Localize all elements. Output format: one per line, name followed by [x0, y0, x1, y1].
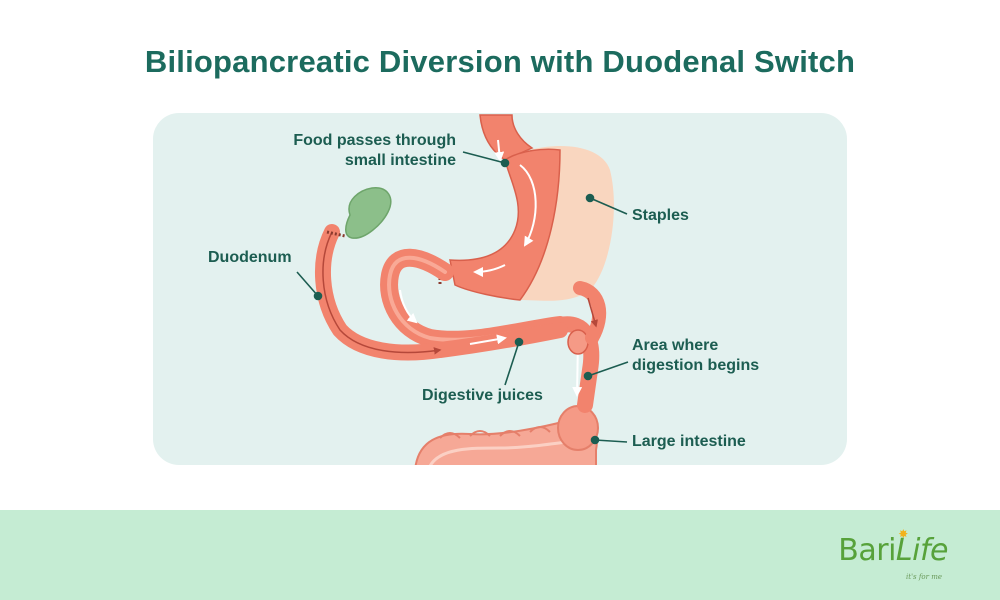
- logo-tagline: it's for me: [906, 573, 942, 581]
- logo-star-icon: ✸: [898, 527, 909, 541]
- label-digestion-area: Area where digestion begins: [632, 336, 759, 376]
- label-duodenum: Duodenum: [208, 249, 292, 266]
- label-large-intestine: Large intestine: [632, 433, 746, 450]
- esophagus: [479, 114, 534, 161]
- label-food-line-1: Food passes through: [293, 132, 456, 149]
- label-food-line-2: small intestine: [344, 152, 456, 169]
- logo-suffix: Life: [895, 533, 949, 568]
- large-intestine: [413, 405, 599, 465]
- label-area-line-2: digestion begins: [632, 357, 760, 374]
- label-staples: Staples: [632, 207, 689, 224]
- alimentary-limb: [573, 281, 607, 345]
- page-title: Biliopancreatic Diversion with Duodenal …: [144, 44, 856, 79]
- label-food-passes: Food passes through small intestine: [250, 131, 456, 171]
- leader-lines: [296, 151, 629, 445]
- label-digestive-juices: Digestive juices: [422, 387, 543, 404]
- barilife-logo: BariLife ✸ it's for me: [838, 527, 949, 581]
- gallbladder: [345, 187, 392, 239]
- logo-prefix: Bari: [838, 533, 896, 568]
- footer-band: [0, 510, 1000, 600]
- duodenum: [315, 224, 568, 361]
- stomach: [438, 139, 614, 301]
- label-area-line-1: Area where: [632, 337, 719, 354]
